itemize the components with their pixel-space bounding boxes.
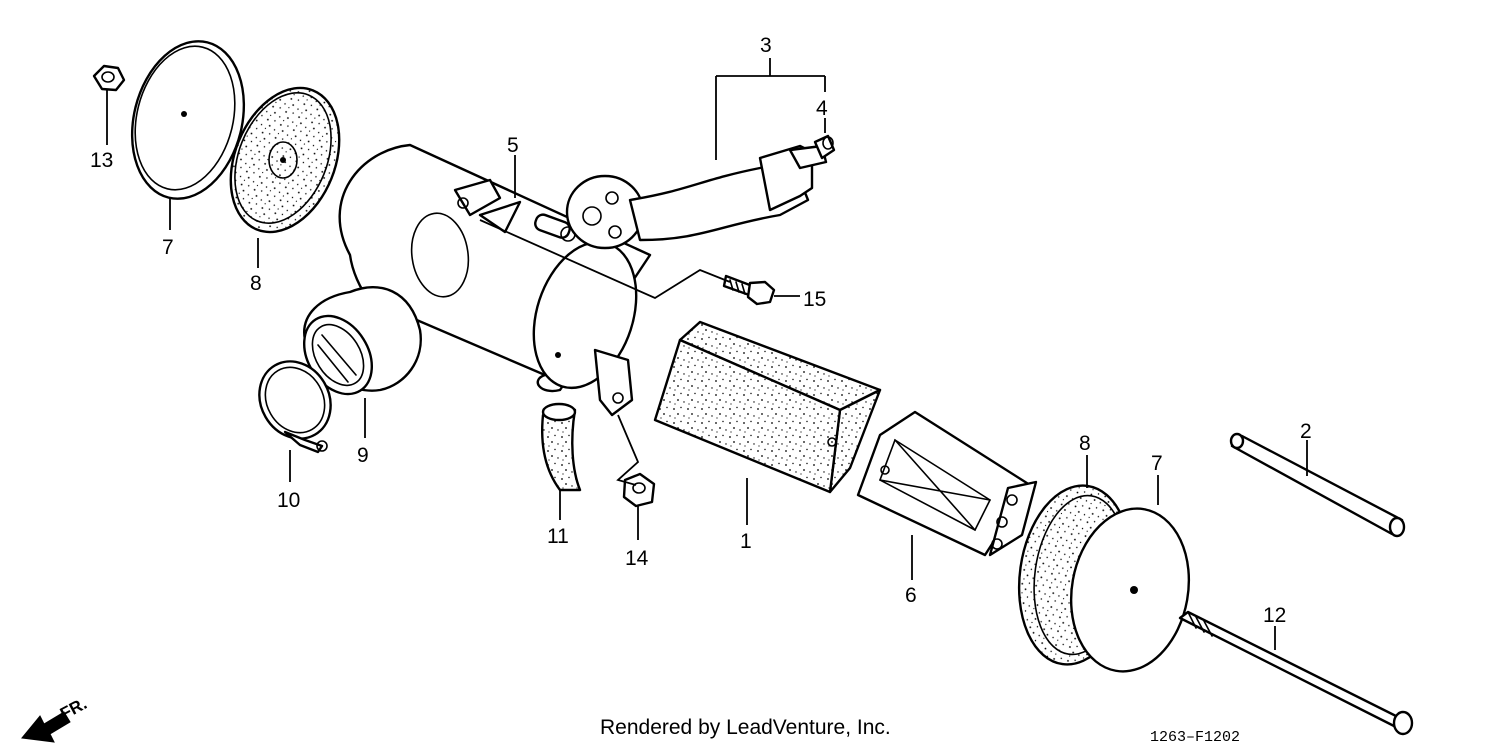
part-1-filter-element [653, 320, 882, 494]
part-3-breather-tube [565, 144, 828, 250]
part-6-filter-frame [856, 410, 1038, 557]
leader-lines [106, 58, 1308, 650]
front-arrow-icon: FR. [21, 694, 90, 743]
credit-text: Rendered by LeadVenture, Inc. [600, 716, 891, 739]
figure-code: 1263–F1202 [1150, 729, 1241, 746]
callout-1: 1 [740, 530, 752, 553]
part-4-plug [813, 134, 836, 160]
callout-8-bottom: 8 [1079, 432, 1091, 455]
part-10-hose-clamp [258, 360, 332, 454]
callout-11: 11 [547, 525, 569, 548]
callout-14: 14 [625, 547, 649, 570]
part-8-filter-disc-top [229, 86, 341, 234]
callout-13: 13 [90, 149, 113, 172]
callout-7-bottom: 7 [1151, 452, 1163, 475]
part-11-drain-tube [541, 402, 582, 492]
callout-labels: 3 4 5 15 13 7 8 9 10 11 14 1 6 8 7 2 12 [90, 34, 1312, 627]
callout-7-top: 7 [162, 236, 174, 259]
part-14-flange-nut [622, 472, 656, 508]
part-12-long-bolt [1178, 610, 1414, 736]
callout-3: 3 [760, 34, 772, 57]
part-7-cover-top [130, 40, 246, 200]
part-9-connecting-tube [302, 286, 422, 396]
callout-4: 4 [816, 97, 828, 120]
callout-6: 6 [905, 584, 917, 607]
callout-5: 5 [507, 134, 519, 157]
part-13-nut [92, 64, 126, 92]
part-15-bolt [722, 274, 776, 306]
callout-12: 12 [1263, 604, 1286, 627]
callout-15: 15 [803, 288, 826, 311]
callout-10: 10 [277, 489, 300, 512]
part-7-cover-bottom [1069, 507, 1191, 673]
part-2-rod [1229, 432, 1406, 538]
callout-8-top: 8 [250, 272, 262, 295]
callout-9: 9 [357, 444, 369, 467]
callout-2: 2 [1300, 420, 1312, 443]
